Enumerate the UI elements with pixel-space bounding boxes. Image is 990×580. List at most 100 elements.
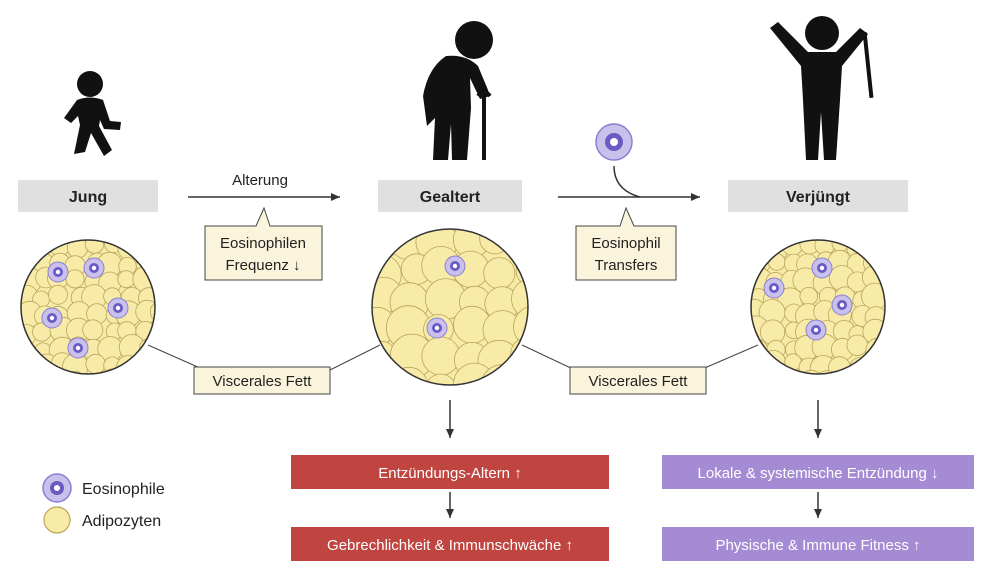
adipocyte-cell [861, 351, 885, 374]
adipocyte-cell [846, 375, 868, 397]
fat-tissue-rejuvenated [726, 218, 906, 397]
adipocyte-cell [751, 316, 754, 342]
adipocyte-cell [84, 240, 105, 254]
eosinophil-cell [805, 319, 827, 341]
adipocyte-cell [1, 359, 20, 378]
adipocyte-cell [751, 240, 769, 244]
stage-box-aged: Gealtert [378, 180, 522, 212]
eosinophil-cell [426, 317, 448, 339]
adipocyte-cell [479, 229, 511, 255]
svg-text:Viscerales Fett: Viscerales Fett [589, 373, 689, 390]
adipocyte-cell [119, 215, 144, 240]
adipocyte-cell [831, 375, 848, 392]
adipocyte-cell [751, 303, 754, 326]
adipocyte-cell [887, 306, 905, 324]
eos-frequency-line2: Frequenz ↓ [225, 257, 300, 274]
legend-adipocyte-label: Adipozyten [82, 513, 161, 530]
adipocyte-cell [86, 372, 110, 374]
outcome-aged-inflammaging: Entzündungs-Altern ↑ [291, 455, 609, 489]
adipocyte-cell [372, 229, 373, 232]
legend-adipocyte-icon [43, 506, 71, 534]
adipocyte-cell [731, 257, 748, 274]
adipocyte-cell [751, 240, 771, 259]
eos-transfer-line2: Transfers [595, 257, 658, 274]
visceral-fat-label-left: Viscerales Fett [193, 366, 331, 395]
adipocyte-cell [149, 371, 155, 374]
outcome-aged-frailty: Gebrechlichkeit & Immunschwäche ↑ [291, 527, 609, 561]
adipocyte-cell [372, 361, 406, 385]
adipocyte-cell [103, 219, 120, 236]
adipocyte-cell [82, 215, 106, 239]
svg-text:Gebrechlichkeit & Immunschwäch: Gebrechlichkeit & Immunschwäche ↑ [327, 537, 573, 554]
fat-tissue-young [0, 214, 156, 396]
adipocyte-cell [751, 369, 771, 374]
adipocyte-cell [751, 372, 752, 374]
elderly-with-cane-icon [423, 21, 493, 160]
adipocyte-cell [751, 339, 770, 364]
adipocyte-cell [867, 240, 885, 241]
adipocyte-cell [21, 335, 23, 362]
adipocyte-cell [887, 218, 904, 235]
adipocyte-cell [829, 240, 850, 242]
svg-text:Viscerales Fett: Viscerales Fett [213, 373, 313, 390]
adipocyte-cell [880, 240, 885, 259]
legend: Eosinophile Adipozyten [42, 473, 165, 534]
adipocyte-cell [886, 270, 906, 290]
adipocyte-cell [48, 240, 71, 257]
adipocyte-cell [48, 284, 68, 305]
adipocyte-cell [133, 371, 155, 374]
adipocyte-cell [726, 219, 749, 242]
svg-text:Physische & Immune Fitness ↑: Physische & Immune Fitness ↑ [715, 537, 920, 554]
adipocyte-cell [508, 367, 528, 385]
adipocyte-cell [372, 342, 374, 380]
adipocyte-cell [21, 240, 35, 260]
eosinophil-frequency-note: Eosinophilen Frequenz ↓ [204, 206, 323, 281]
adipocyte-cell [21, 354, 35, 374]
adipocyte-cell [30, 366, 57, 374]
eos-frequency-line1: Eosinophilen [220, 235, 306, 252]
adipocyte-cell [518, 229, 528, 260]
adipocyte-cell [761, 349, 787, 374]
adipocyte-cell [0, 253, 18, 271]
eosinophil-cell [47, 261, 69, 283]
adipocyte-cell [339, 368, 368, 397]
adipocyte-cell [0, 373, 21, 396]
adipocyte-cell [767, 253, 786, 271]
adipocyte-cell [846, 334, 868, 357]
adipocyte-cell [844, 240, 869, 242]
eos-transfer-line1: Eosinophil [591, 235, 660, 252]
adipocyte-cell [47, 214, 73, 240]
legend-eosinophil-icon [42, 473, 72, 503]
adipocyte-cell [21, 240, 36, 242]
stage-box-young: Jung [18, 180, 158, 212]
adipocyte-cell [67, 216, 88, 237]
adipocyte-cell [116, 355, 141, 374]
adipocyte-cell [868, 240, 885, 258]
adipocyte-cell [331, 312, 370, 351]
adipocyte-cell [0, 288, 20, 311]
eosinophil-transfer-note: Eosinophil Transfers [575, 206, 677, 281]
adipocyte-cell [727, 351, 751, 375]
stage-box-rejuvenated: Verjüngt [728, 180, 908, 212]
outcome-rejuv-inflammation: Lokale & systemische Entzündung ↓ [662, 455, 974, 489]
adipocyte-cell [0, 234, 18, 254]
adipocyte-cell [880, 250, 885, 274]
stage-label-aged: Gealtert [420, 189, 481, 206]
adipocyte-cell [483, 257, 516, 290]
svg-text:Entzündungs-Altern ↑: Entzündungs-Altern ↑ [378, 465, 521, 482]
adipocyte-cell [65, 269, 85, 289]
legend-eosinophil-label: Eosinophile [82, 481, 165, 498]
eosinophil-cell [763, 277, 785, 299]
eosinophil-cell [83, 257, 105, 279]
adipocyte-cell [21, 302, 22, 328]
adipocyte-cell [883, 284, 885, 305]
adipocyte-cell [480, 364, 526, 385]
adipocyte-cell [886, 339, 903, 356]
adipocyte-cell [50, 370, 70, 374]
adipocyte-cell [421, 336, 461, 376]
adipocyte-cell [881, 368, 885, 374]
adipocyte-cell [425, 373, 457, 385]
adipocyte-cell [751, 285, 752, 310]
visceral-fat-label-right: Viscerales Fett [569, 366, 707, 395]
